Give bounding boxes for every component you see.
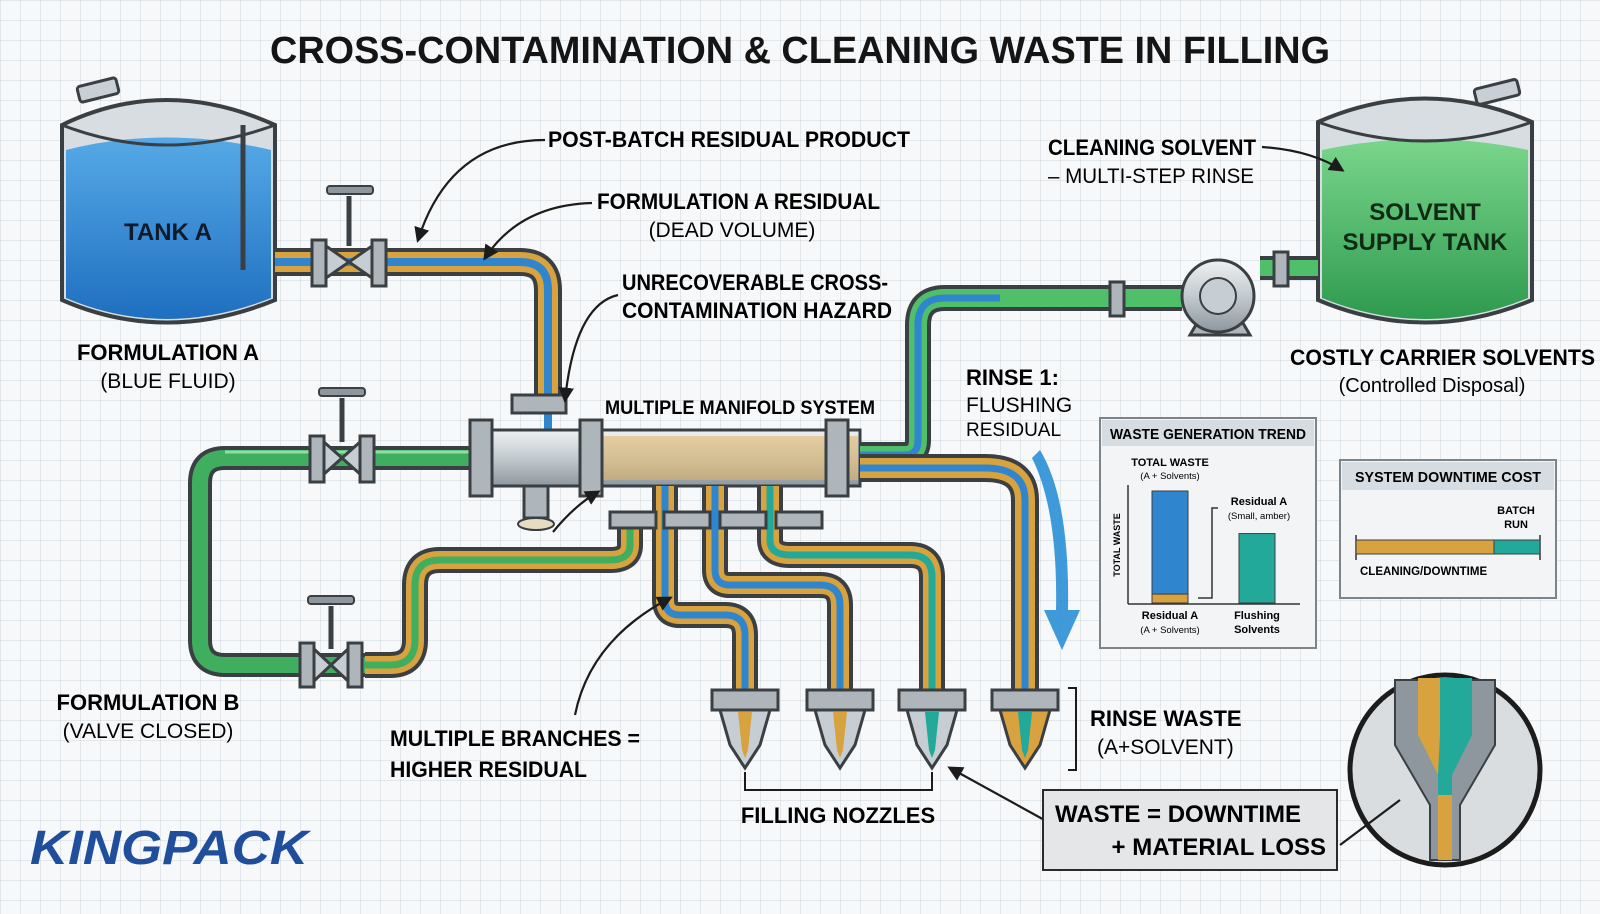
solvent-tank-subcaption: (Controlled Disposal) [1339, 375, 1526, 397]
tank-a [60, 76, 277, 325]
waste-bar-total-waste [1151, 490, 1189, 595]
waste-trend-total-label: TOTAL WASTE [1131, 457, 1209, 469]
callout-rinse-waste-2: (A+SOLVENT) [1097, 736, 1234, 759]
valve-formulation-b-bottom[interactable] [298, 595, 364, 689]
rinse-pipe [860, 454, 1039, 690]
waste-trend-residual-note-1: Residual A [1231, 496, 1287, 508]
callout-branches-2: HIGHER RESIDUAL [390, 757, 587, 782]
waste-trend-total-sub: (A + Solvents) [1140, 471, 1199, 482]
solvent-tank-label-2: SUPPLY TANK [1343, 229, 1509, 256]
page-title: CROSS-CONTAMINATION & CLEANING WASTE IN … [270, 30, 1330, 72]
downtime-batch-bar [1493, 539, 1541, 555]
logo-text: KINGPACK [30, 822, 312, 875]
formulation-b-caption: (VALVE CLOSED) [63, 720, 234, 743]
tank-a-outlet-pipe [275, 248, 562, 450]
callout-cleaning-solvent-2: – MULTI-STEP RINSE [1048, 165, 1254, 188]
downtime-batch-label-2: RUN [1504, 519, 1528, 531]
waste-trend-title: WASTE GENERATION TREND [1110, 426, 1306, 443]
nozzle-detail-magnifier [1347, 672, 1543, 868]
tank-a-subcaption: (BLUE FLUID) [100, 370, 235, 393]
callout-cleaning-solvent-1: CLEANING SOLVENT [1048, 135, 1257, 160]
downtime-cleaning-label: CLEANING/DOWNTIME [1360, 566, 1487, 578]
callout-hazard-1: UNRECOVERABLE CROSS- [622, 270, 888, 295]
callout-formulation-a-residual: FORMULATION A RESIDUAL [597, 189, 880, 214]
amber-return-pipe [365, 520, 643, 678]
downtime-title: SYSTEM DOWNTIME COST [1355, 469, 1541, 486]
callout-dead-volume: (DEAD VOLUME) [649, 219, 816, 242]
callout-hazard-2: CONTAMINATION HAZARD [622, 298, 892, 323]
waste-trend-panel: WASTE GENERATION TREND TOTAL WASTE (A + … [1099, 417, 1317, 649]
waste-box-line2: + MATERIAL LOSS [1112, 834, 1326, 861]
downtime-cleaning-bar [1355, 539, 1495, 555]
downtime-batch-label-1: BATCH [1497, 505, 1535, 517]
waste-trend-residual-note-2: (Small, amber) [1228, 511, 1290, 522]
callout-rinse1-2: FLUSHING [966, 394, 1072, 417]
callout-branches-1: MULTIPLE BRANCHES = [390, 726, 640, 751]
callout-nozzles: FILLING NOZZLES [741, 803, 935, 828]
callout-arrows [414, 138, 1401, 846]
solvent-supply-tank [1316, 78, 1534, 325]
filling-nozzles-group [710, 688, 1060, 771]
waste-trend-bar1-label-1: Residual A [1142, 610, 1198, 622]
filling-nozzle [897, 688, 967, 771]
brackets [744, 687, 1077, 791]
filling-nozzle [710, 688, 780, 771]
solvent-tank-label-1: SOLVENT [1369, 199, 1481, 226]
manifold [468, 393, 862, 531]
valve-formulation-b-top[interactable] [308, 387, 376, 484]
formulation-b-label: FORMULATION B [57, 690, 240, 715]
callout-post-batch: POST-BATCH RESIDUAL PRODUCT [548, 127, 911, 152]
waste-box-line1: WASTE = DOWNTIME [1055, 801, 1301, 828]
callout-rinse1-3: RESIDUAL [966, 420, 1061, 441]
waste-trend-bars [1151, 490, 1276, 604]
solvent-pump [1180, 258, 1256, 337]
downtime-cost-panel: SYSTEM DOWNTIME COST BATCH RUN CLEANING/… [1339, 459, 1557, 599]
branch-pipes [608, 486, 945, 690]
filling-nozzle [805, 688, 875, 771]
callout-rinse1-1: RINSE 1: [966, 365, 1059, 390]
callout-rinse-waste-1: RINSE WASTE [1090, 706, 1242, 731]
waste-downtime-box: WASTE = DOWNTIME + MATERIAL LOSS [1042, 789, 1338, 871]
waste-trend-bar2-label-1: Flushing [1234, 610, 1280, 622]
waste-trend-bar2-label-2: Solvents [1234, 624, 1280, 636]
waste-bar-flushing-solvents [1238, 533, 1276, 604]
valve-tank-a[interactable] [310, 185, 388, 288]
rinse-flow-arrow [1032, 450, 1080, 650]
callout-manifold: MULTIPLE MANIFOLD SYSTEM [605, 398, 875, 419]
rinse-nozzle [990, 688, 1060, 771]
solvent-tank-caption: COSTLY CARRIER SOLVENTS [1290, 345, 1595, 370]
waste-bar-residual-a [1151, 593, 1189, 604]
tank-a-label: TANK A [124, 219, 212, 246]
waste-trend-y-axis-label: TOTAL WASTE [1112, 513, 1122, 577]
tank-a-caption: FORMULATION A [77, 340, 259, 365]
kingpack-logo: KINGPACK [30, 822, 312, 875]
waste-trend-bar1-label-2: (A + Solvents) [1140, 625, 1199, 636]
